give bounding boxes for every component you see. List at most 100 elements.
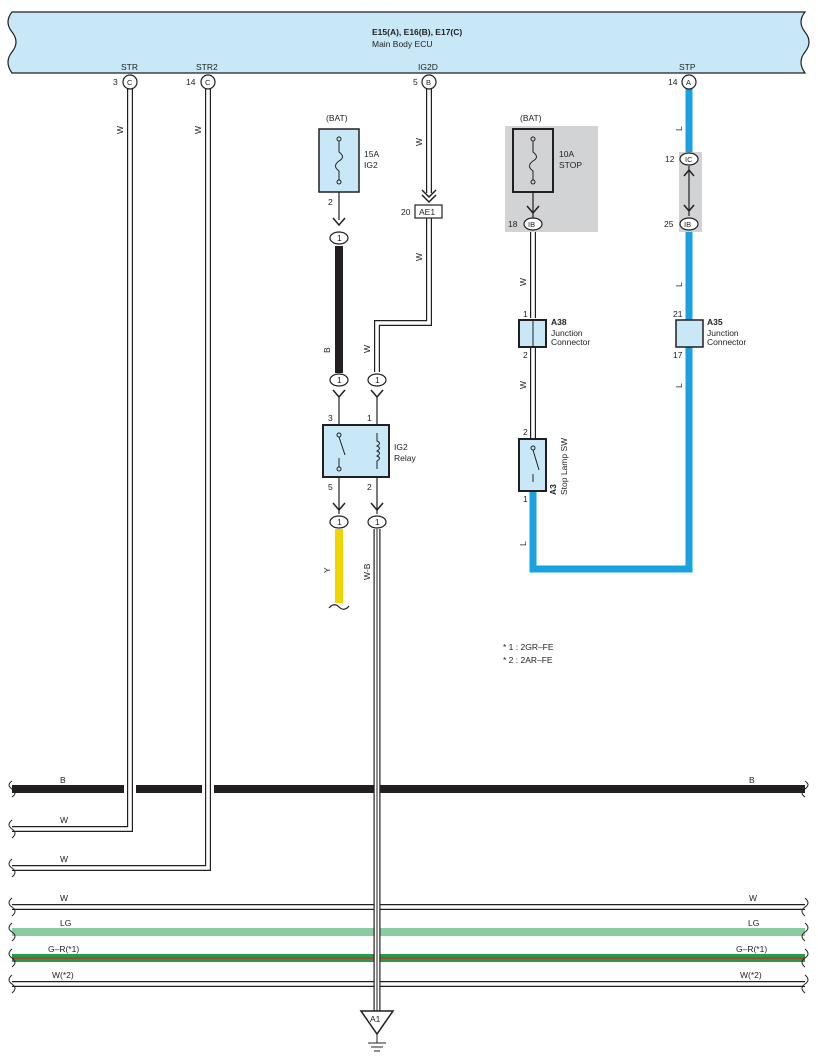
relay-contact xyxy=(338,436,346,467)
connector-ic xyxy=(679,152,699,166)
pin-num-ig2d: 5 xyxy=(413,77,418,87)
ae1-chevron xyxy=(421,189,437,204)
bus-ends-right xyxy=(801,780,809,994)
label-w-str: W xyxy=(115,126,125,134)
wire-str2 xyxy=(12,88,211,871)
fuse-stop-conn-label: IB xyxy=(528,220,535,229)
fuse-ig2-rating: 15A xyxy=(364,149,379,159)
inline-connector-w-bottom[interactable]: 1 xyxy=(367,373,387,399)
connector-ib-pin: 25 xyxy=(664,219,674,229)
svg-text:1: 1 xyxy=(375,517,380,527)
svg-text:A: A xyxy=(686,78,691,87)
label-wb: W-B xyxy=(362,563,372,580)
junction-connector-a35[interactable]: A35 Junction Connector 21 17 xyxy=(673,309,746,360)
wire-ig2d xyxy=(374,88,432,372)
fuse-stop-name: STOP xyxy=(559,160,582,170)
bus-label-w4-right: W(*2) xyxy=(740,970,762,980)
svg-text:1: 1 xyxy=(337,233,342,243)
svg-text:1: 1 xyxy=(523,309,528,319)
junction-connector-a38[interactable]: A38 Junction Connector 1 2 xyxy=(518,309,590,360)
connector-ic-pin: 12 xyxy=(665,154,675,164)
bus-label-w3-right: W xyxy=(749,893,757,903)
pin-num-stp: 14 xyxy=(668,77,678,87)
relay-pin-3: 3 xyxy=(328,413,333,423)
ecu-pin-str[interactable]: C xyxy=(122,74,138,90)
connector-ae1-pin: 20 xyxy=(401,207,411,217)
bus-label-lg-right: LG xyxy=(748,918,759,928)
ecu-title: E15(A), E16(B), E17(C) xyxy=(372,27,462,37)
svg-text:A38: A38 xyxy=(551,317,567,327)
fuse-ig2-source: (BAT) xyxy=(326,113,348,123)
bus-label-b-left: B xyxy=(60,775,66,785)
bus-label-w4-left: W(*2) xyxy=(52,970,74,980)
wire-str xyxy=(12,88,133,832)
fuse-ig2-name: IG2 xyxy=(364,160,378,170)
connector-ic-ib[interactable]: IC 12 IB 25 xyxy=(664,152,702,232)
inline-connector-b-bottom[interactable]: 1 xyxy=(329,373,349,399)
connector-ic-label: IC xyxy=(685,155,693,164)
svg-text:1: 1 xyxy=(337,375,342,385)
label-b-black: B xyxy=(322,347,332,353)
svg-text:Junction: Junction xyxy=(707,328,739,338)
ecu-subtitle: Main Body ECU xyxy=(372,39,432,49)
label-l-stp2: L xyxy=(674,282,684,287)
ecu-pin-ig2d[interactable]: B xyxy=(421,74,437,90)
bus-ends-left xyxy=(8,780,16,994)
svg-text:C: C xyxy=(205,78,211,87)
label-w-stop: W xyxy=(518,278,528,286)
note-1: * 1 : 2GR–FE xyxy=(503,642,554,652)
bus-label-w2-left: W xyxy=(60,854,68,864)
svg-text:1: 1 xyxy=(375,375,380,385)
bus-label-gr-left: G–R(*1) xyxy=(48,944,79,954)
fuse-stop-rating: 10A xyxy=(559,149,574,159)
note-2: * 2 : 2AR–FE xyxy=(503,655,553,665)
relay-label: Relay xyxy=(394,453,416,463)
fuse-ig2[interactable]: (BAT) 15A IG2 2 xyxy=(318,113,379,207)
relay-pin-2: 2 xyxy=(367,482,372,492)
bus-label-w3-left: W xyxy=(60,893,68,903)
fuse-stop-source: (BAT) xyxy=(520,113,542,123)
ground-a1[interactable]: A1 xyxy=(359,1010,395,1052)
wire-y-break xyxy=(328,604,350,610)
connector-ae1[interactable] xyxy=(414,204,443,219)
relay-ig2[interactable]: IG2 Relay 3 1 5 2 xyxy=(322,413,416,492)
label-w-relay: W xyxy=(362,345,372,353)
ground-icon xyxy=(368,1034,386,1052)
ground-triangle xyxy=(359,1010,395,1036)
ecu-pin-stp[interactable]: A xyxy=(681,74,697,90)
svg-text:Connector: Connector xyxy=(551,337,590,347)
inline-connector-b-top[interactable]: 1 xyxy=(329,217,349,245)
relay-pin-5: 5 xyxy=(328,482,333,492)
fuse-ig2-pin: 2 xyxy=(328,197,333,207)
svg-text:1: 1 xyxy=(523,494,528,504)
label-l-stp: L xyxy=(674,126,684,131)
svg-text:A35: A35 xyxy=(707,317,723,327)
label-w-a38: W xyxy=(518,381,528,389)
ecu-box xyxy=(7,11,810,74)
fuse-stop[interactable]: (BAT) 10A STOP IB 18 xyxy=(505,113,598,232)
pin-name-str: STR xyxy=(121,62,138,72)
main-body-ecu[interactable]: E15(A), E16(B), E17(C) Main Body ECU xyxy=(7,11,810,74)
wire-stp-blue-3 xyxy=(529,347,693,573)
fuse-stop-conn xyxy=(523,217,543,231)
connector-ib-label: IB xyxy=(684,220,691,229)
label-w-ig2d: W xyxy=(414,138,424,146)
label-y: Y xyxy=(322,567,332,573)
ground-label: A1 xyxy=(370,1014,381,1024)
inline-connector-wb[interactable]: 1 xyxy=(367,502,387,529)
bus-lines xyxy=(12,785,805,987)
relay-name: IG2 xyxy=(394,442,408,452)
ecu-pin-str2[interactable]: C xyxy=(200,74,216,90)
inline-connector-y[interactable]: 1 xyxy=(329,502,349,529)
stop-lamp-switch-a3[interactable]: 2 1 A3 Stop Lamp SW xyxy=(518,427,569,504)
svg-text:C: C xyxy=(127,78,133,87)
label-w-str2: W xyxy=(193,126,203,134)
pin-name-stp: STP xyxy=(679,62,696,72)
svg-text:17: 17 xyxy=(673,350,683,360)
connector-ib xyxy=(679,217,699,231)
relay-coil xyxy=(375,433,380,469)
svg-text:A3: A3 xyxy=(548,484,558,495)
pin-name-ig2d: IG2D xyxy=(418,62,438,72)
svg-text:2: 2 xyxy=(523,427,528,437)
svg-text:B: B xyxy=(426,78,431,87)
